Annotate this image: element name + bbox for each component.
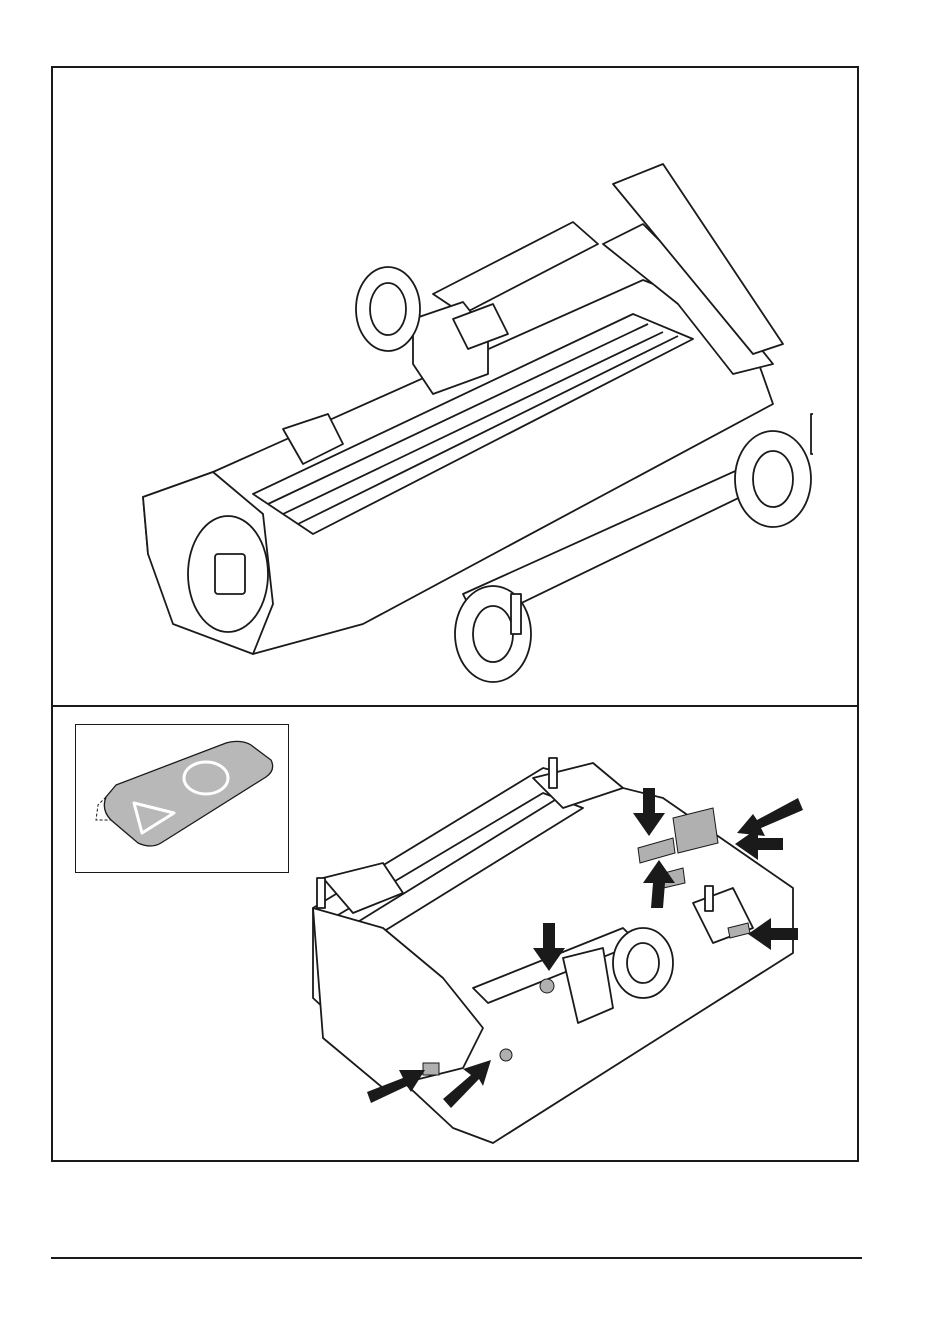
mower-deck-drawing (133, 154, 813, 684)
decal-inset (75, 724, 289, 873)
figure-divider (53, 705, 857, 707)
decal-7 (540, 979, 554, 993)
mower-deck-illustration (133, 154, 813, 684)
decal-5 (423, 1063, 439, 1075)
decal-location-illustration (293, 728, 813, 1153)
illustration-frame (51, 66, 859, 1162)
drive-shaft-tube (433, 222, 598, 314)
footer-rule (51, 1257, 862, 1259)
decal-6 (500, 1049, 512, 1061)
decal-peel-icon (76, 725, 287, 871)
callout-arrow-2 (737, 798, 803, 836)
decal-location-drawing (293, 728, 813, 1153)
